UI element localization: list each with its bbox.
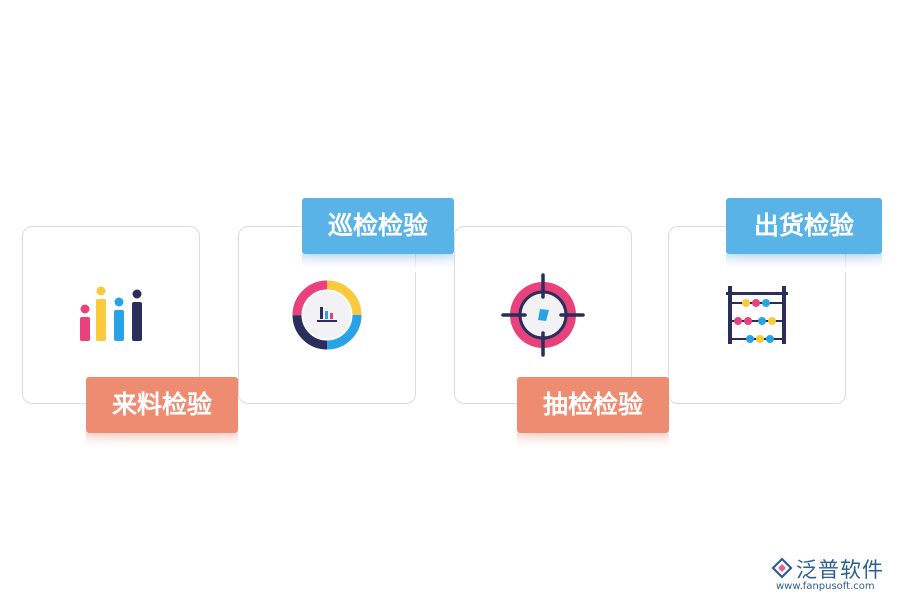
card-incoming-inspection (22, 226, 200, 404)
label-incoming-inspection: 来料检验 (86, 377, 238, 451)
label-patrol-inspection: 巡检检验 (302, 198, 454, 272)
bar-chart-icon (80, 286, 142, 341)
brand-name: 泛普软件 (796, 558, 884, 582)
donut-chart-icon (292, 280, 362, 350)
brand-logo: 泛普软件 www.fanpusoft.com (770, 554, 894, 596)
label-sampling-inspection: 抽检检验 (517, 377, 669, 451)
card-sampling-inspection (454, 226, 632, 404)
target-crosshair-icon (501, 273, 585, 357)
abacus-icon (726, 286, 788, 344)
brand-mark-icon (771, 557, 793, 579)
label-shipping-inspection: 出货检验 (726, 198, 882, 272)
brand-url: www.fanpusoft.com (776, 581, 875, 592)
